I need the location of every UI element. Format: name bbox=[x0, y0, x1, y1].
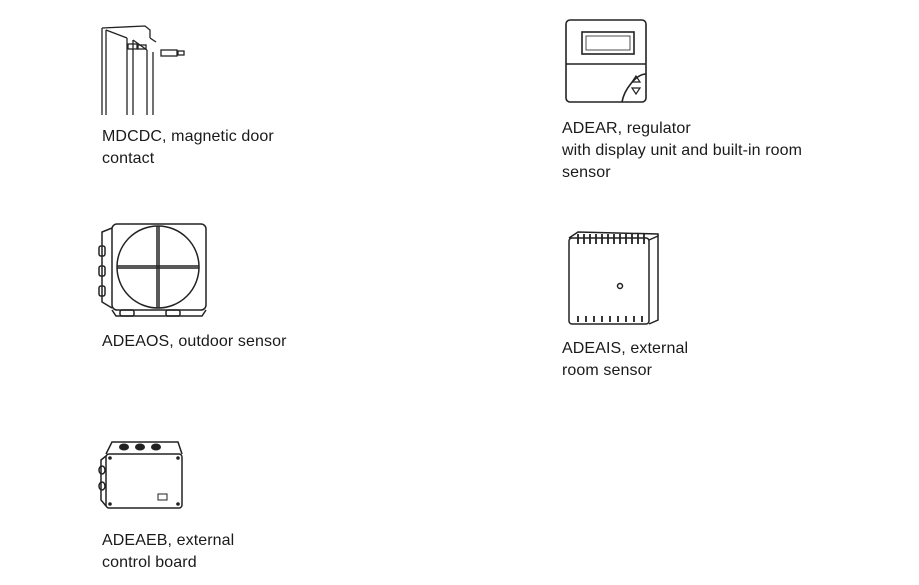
caption-adear: ADEAR, regulator with display unit and b… bbox=[562, 118, 802, 184]
product-adeaeb bbox=[98, 438, 188, 512]
product-adear bbox=[562, 18, 652, 108]
product-adeaos bbox=[98, 222, 208, 326]
caption-line: ADEAIS, external bbox=[562, 340, 689, 357]
caption-line: MDCDC, magnetic door bbox=[102, 128, 274, 145]
product-mdcdc bbox=[100, 24, 190, 116]
caption-line: ADEAOS, outdoor sensor bbox=[102, 333, 287, 350]
caption-line: sensor bbox=[562, 164, 611, 181]
caption-line: with display unit and built-in room bbox=[562, 142, 803, 159]
product-adeais bbox=[566, 230, 662, 328]
door-contact-icon bbox=[101, 25, 185, 115]
caption-adeaos: ADEAOS, outdoor sensor bbox=[102, 331, 287, 353]
outdoor-sensor-icon bbox=[98, 223, 207, 317]
caption-mdcdc: MDCDC, magnetic door contact bbox=[102, 126, 274, 170]
room-sensor-icon bbox=[568, 231, 659, 325]
caption-adeais: ADEAIS, external room sensor bbox=[562, 338, 688, 382]
caption-line: contact bbox=[102, 150, 155, 167]
caption-line: ADEAEB, external bbox=[102, 532, 235, 549]
regulator-icon bbox=[565, 19, 647, 103]
control-board-icon bbox=[98, 441, 183, 509]
caption-line: ADEAR, regulator bbox=[562, 120, 691, 137]
caption-line: control board bbox=[102, 554, 197, 571]
caption-line: room sensor bbox=[562, 362, 653, 379]
caption-adeaeb: ADEAEB, external control board bbox=[102, 530, 234, 574]
